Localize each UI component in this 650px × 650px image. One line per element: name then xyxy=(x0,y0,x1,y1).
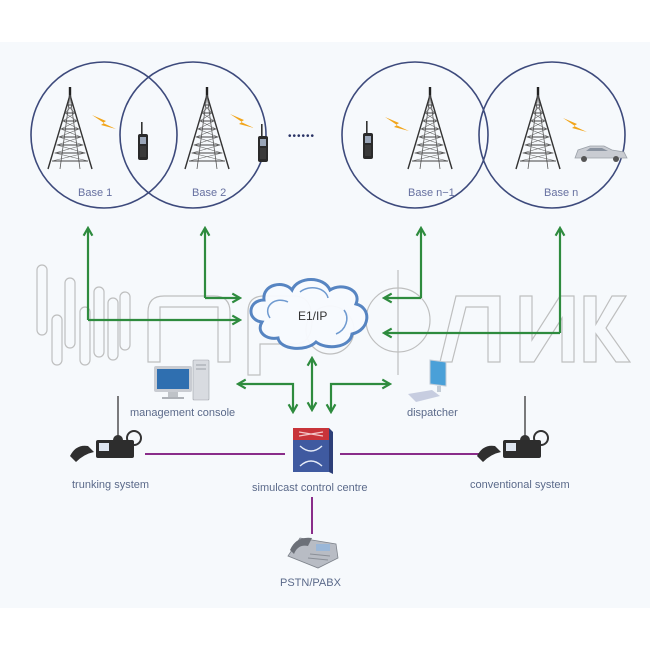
mobile-radio-icon xyxy=(69,395,142,463)
signal-bolt-icon xyxy=(230,114,254,128)
base-station-n-1[interactable]: Base n−1 xyxy=(363,85,455,199)
conventional-system-label: conventional system xyxy=(470,479,570,491)
base-2-label: Base 2 xyxy=(192,187,226,199)
coverage-circle-base-1 xyxy=(30,61,178,209)
pstn-pabx-label: PSTN/PABX xyxy=(280,577,342,589)
coverage-circle-base-n-1 xyxy=(341,61,489,209)
vehicle-icon xyxy=(574,145,628,162)
e1-ip-label: E1/IP xyxy=(298,309,327,323)
base-1-label: Base 1 xyxy=(78,187,112,199)
more-bases-ellipsis: •••••• xyxy=(288,131,315,142)
simulcast-control-centre[interactable]: simulcast control centre xyxy=(252,428,368,494)
simulcast-control-centre-label: simulcast control centre xyxy=(252,482,368,494)
e1-ip-network-cloud[interactable]: E1/IP xyxy=(249,278,369,350)
mobile-radio-icon xyxy=(476,395,549,463)
desktop-computer-icon xyxy=(154,359,210,401)
coverage-circle-base-2 xyxy=(119,61,267,209)
desk-phone-icon xyxy=(287,537,339,569)
trunking-system-label: trunking system xyxy=(72,479,149,491)
tower-icon xyxy=(183,85,231,171)
handheld-radio-icon xyxy=(138,122,148,160)
ip-links xyxy=(82,225,566,415)
voice-links xyxy=(145,453,479,534)
tower-icon xyxy=(514,85,562,171)
base-station-1[interactable]: Base 1 xyxy=(46,85,148,199)
dispatcher[interactable]: dispatcher xyxy=(407,359,458,419)
tower-icon xyxy=(406,85,454,171)
tower-icon xyxy=(46,85,94,171)
base-n-label: Base n xyxy=(544,187,578,199)
dispatcher-label: dispatcher xyxy=(407,407,458,419)
coverage-circles xyxy=(30,61,626,209)
link-control-to-dispatcher xyxy=(325,378,393,415)
base-n-1-label: Base n−1 xyxy=(408,187,455,199)
base-station-n[interactable]: Base n xyxy=(514,85,628,199)
signal-bolt-icon xyxy=(385,117,409,131)
conventional-system[interactable]: conventional system xyxy=(470,395,570,491)
management-console[interactable]: management console xyxy=(130,359,235,419)
trunking-system[interactable]: trunking system xyxy=(69,395,149,491)
base-station-2[interactable]: Base 2 xyxy=(183,85,268,199)
coverage-circle-base-n xyxy=(478,61,626,209)
switch-icon xyxy=(293,428,333,474)
signal-bolt-icon xyxy=(92,115,116,129)
management-console-label: management console xyxy=(130,407,235,419)
handheld-radio-icon xyxy=(363,121,373,159)
pstn-pabx[interactable]: PSTN/PABX xyxy=(280,537,342,589)
signal-bolt-icon xyxy=(563,118,587,132)
link-control-to-console xyxy=(235,378,299,415)
dispatcher-computer-icon xyxy=(408,359,447,402)
